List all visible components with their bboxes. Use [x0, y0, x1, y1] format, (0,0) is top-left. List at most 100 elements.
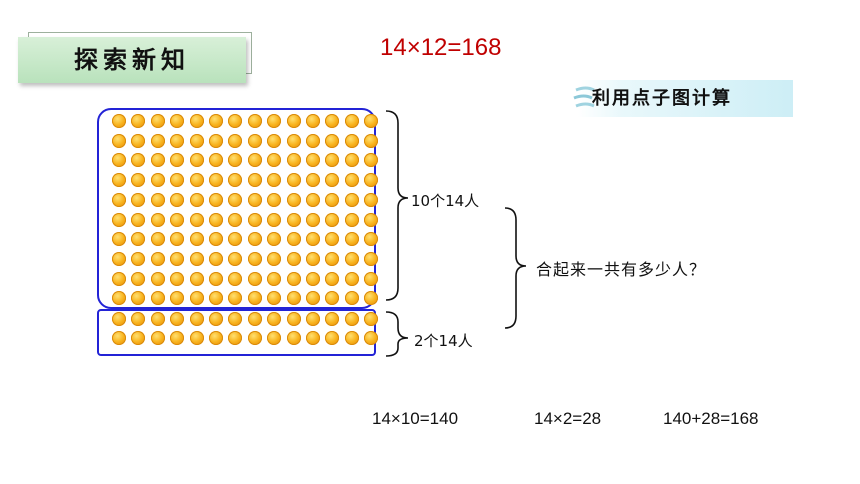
dot — [112, 271, 126, 286]
dot — [267, 173, 282, 188]
dot — [364, 312, 379, 326]
dot — [325, 251, 340, 266]
dot — [306, 312, 320, 326]
dot — [325, 114, 340, 128]
dot — [131, 153, 146, 168]
dot — [150, 251, 165, 266]
dot — [112, 192, 126, 207]
dot — [344, 232, 359, 247]
dot — [228, 232, 243, 247]
dot — [112, 232, 126, 247]
dot — [344, 312, 359, 326]
dot — [267, 133, 282, 148]
dot — [131, 192, 146, 207]
dot — [306, 271, 320, 286]
dot — [364, 133, 379, 148]
dot — [209, 192, 223, 207]
dot — [189, 312, 204, 326]
dot — [189, 232, 204, 247]
dot — [170, 114, 185, 128]
main-equation: 14×12=168 — [380, 34, 502, 61]
dot — [209, 291, 223, 306]
dot — [306, 251, 320, 266]
dot — [344, 173, 359, 188]
dot — [306, 291, 320, 306]
dot — [344, 133, 359, 148]
dot — [189, 291, 204, 306]
dot — [247, 153, 262, 168]
dot — [228, 212, 243, 227]
dot — [170, 291, 185, 306]
dot — [189, 251, 204, 266]
dot — [150, 291, 165, 306]
dot — [228, 133, 243, 148]
dot — [325, 212, 340, 227]
dot — [344, 331, 359, 345]
dot — [286, 153, 301, 168]
bottom-group-label: 2个14人 — [414, 332, 473, 350]
dot — [189, 212, 204, 227]
dot — [286, 291, 301, 306]
question-text: 合起来一共有多少人？ — [536, 260, 707, 279]
dot — [286, 312, 301, 326]
dot — [286, 271, 301, 286]
dot — [306, 173, 320, 188]
dot — [267, 291, 282, 306]
dot — [131, 114, 146, 128]
dot — [267, 271, 282, 286]
dot — [131, 291, 146, 306]
dot — [189, 192, 204, 207]
dot — [170, 271, 185, 286]
dot — [267, 212, 282, 227]
dot — [150, 173, 165, 188]
dot — [364, 173, 379, 188]
dot — [209, 331, 223, 345]
dot — [267, 232, 282, 247]
dot — [170, 331, 185, 345]
dot — [112, 153, 126, 168]
calculation-1: 14×10=140 — [372, 409, 459, 428]
method-label: 利用点子图计算 — [592, 88, 732, 109]
dot — [209, 114, 223, 128]
dot — [170, 251, 185, 266]
dot — [247, 114, 262, 128]
dot — [286, 251, 301, 266]
dot — [306, 192, 320, 207]
dot — [189, 173, 204, 188]
dot — [150, 232, 165, 247]
dot — [228, 331, 243, 345]
dot — [325, 153, 340, 168]
dot — [286, 114, 301, 128]
dot — [170, 312, 185, 326]
dot — [131, 212, 146, 227]
dot — [189, 331, 204, 345]
dot — [189, 153, 204, 168]
dot — [170, 232, 185, 247]
dot — [325, 133, 340, 148]
dot — [131, 173, 146, 188]
dot — [286, 232, 301, 247]
dot — [364, 291, 379, 306]
dot — [364, 251, 379, 266]
dot — [344, 114, 359, 128]
dot — [247, 173, 262, 188]
dot — [325, 331, 340, 345]
dot — [209, 251, 223, 266]
dot — [112, 133, 126, 148]
calculation-2: 14×2=28 — [534, 409, 602, 428]
dot — [150, 312, 165, 326]
dot — [150, 271, 165, 286]
dot — [247, 192, 262, 207]
dot — [364, 192, 379, 207]
dot — [209, 153, 223, 168]
dot — [344, 153, 359, 168]
dot — [325, 232, 340, 247]
dot — [267, 251, 282, 266]
dot — [267, 114, 282, 128]
dot — [364, 212, 379, 227]
dot — [150, 192, 165, 207]
dot — [209, 133, 223, 148]
method-label-background — [578, 80, 793, 117]
dot — [247, 291, 262, 306]
